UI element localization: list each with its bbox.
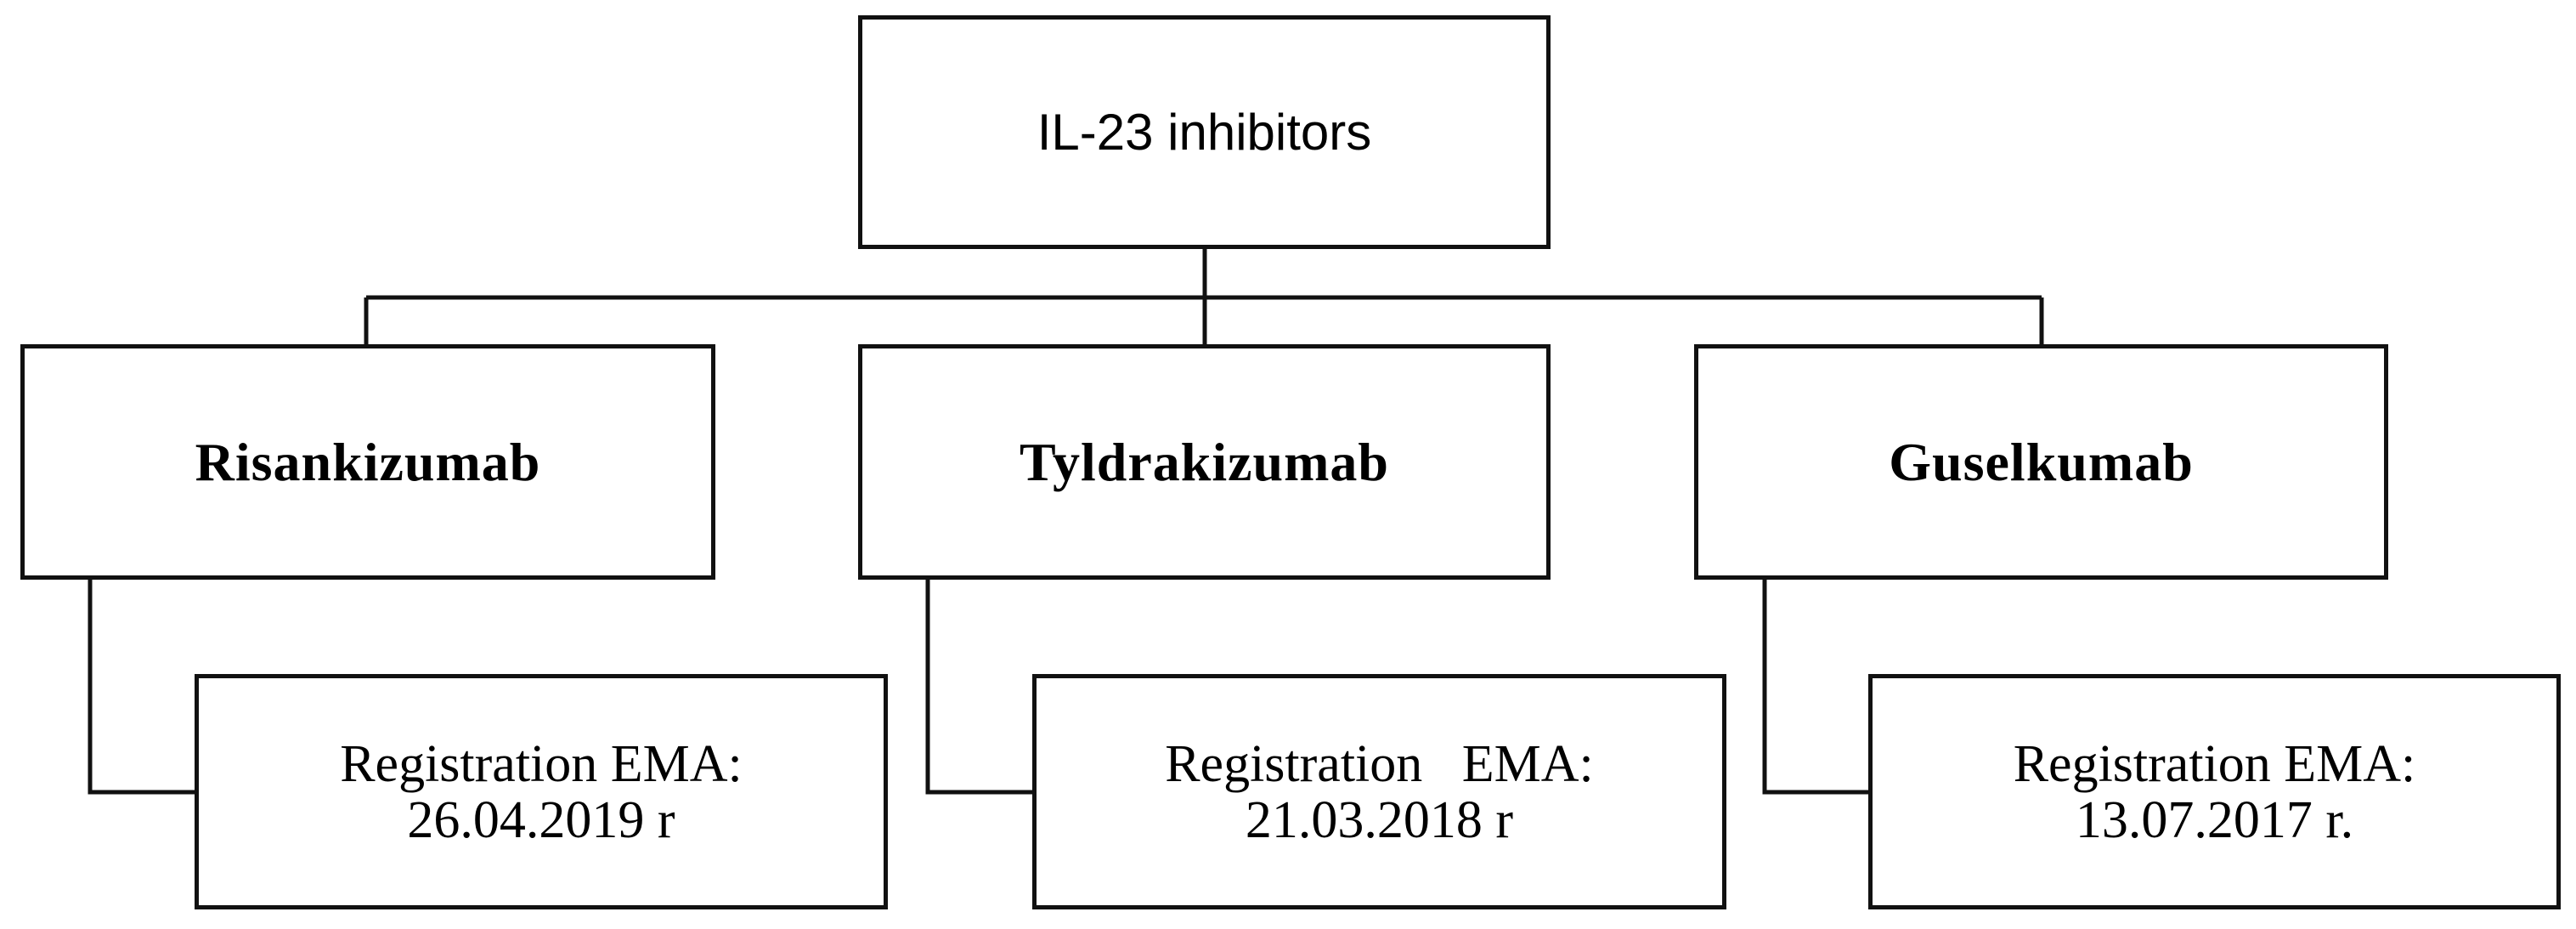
drug-name: Tyldrakizumab	[1020, 431, 1389, 492]
registration-node-guselkumab: Registration EMA: 13.07.2017 r.	[1868, 674, 2561, 909]
drug-node-tyldrakizumab: Tyldrakizumab	[858, 344, 1551, 580]
drug-name: Risankizumab	[195, 431, 541, 492]
drug-node-risankizumab: Risankizumab	[20, 344, 715, 580]
registration-date: 13.07.2017 r.	[2075, 790, 2354, 849]
registration-label: Registration EMA:	[1165, 734, 1594, 793]
root-label: IL-23 inhibitors	[1037, 104, 1372, 161]
registration-node-risankizumab: Registration EMA: 26.04.2019 r	[195, 674, 888, 909]
drug-name: Guselkumab	[1889, 431, 2194, 492]
elbow-line-tyldrakizumab	[925, 580, 1032, 795]
elbow-line-risankizumab	[88, 580, 195, 795]
registration-node-tyldrakizumab: Registration EMA: 21.03.2018 r	[1032, 674, 1726, 909]
drug-node-guselkumab: Guselkumab	[1694, 344, 2388, 580]
registration-date: 26.04.2019 r	[407, 790, 675, 849]
registration-label: Registration EMA:	[340, 734, 743, 793]
registration-label: Registration EMA:	[2013, 734, 2416, 793]
elbow-line-guselkumab	[1762, 580, 1868, 795]
root-node: IL-23 inhibitors	[858, 15, 1551, 249]
registration-date: 21.03.2018 r	[1245, 790, 1514, 849]
